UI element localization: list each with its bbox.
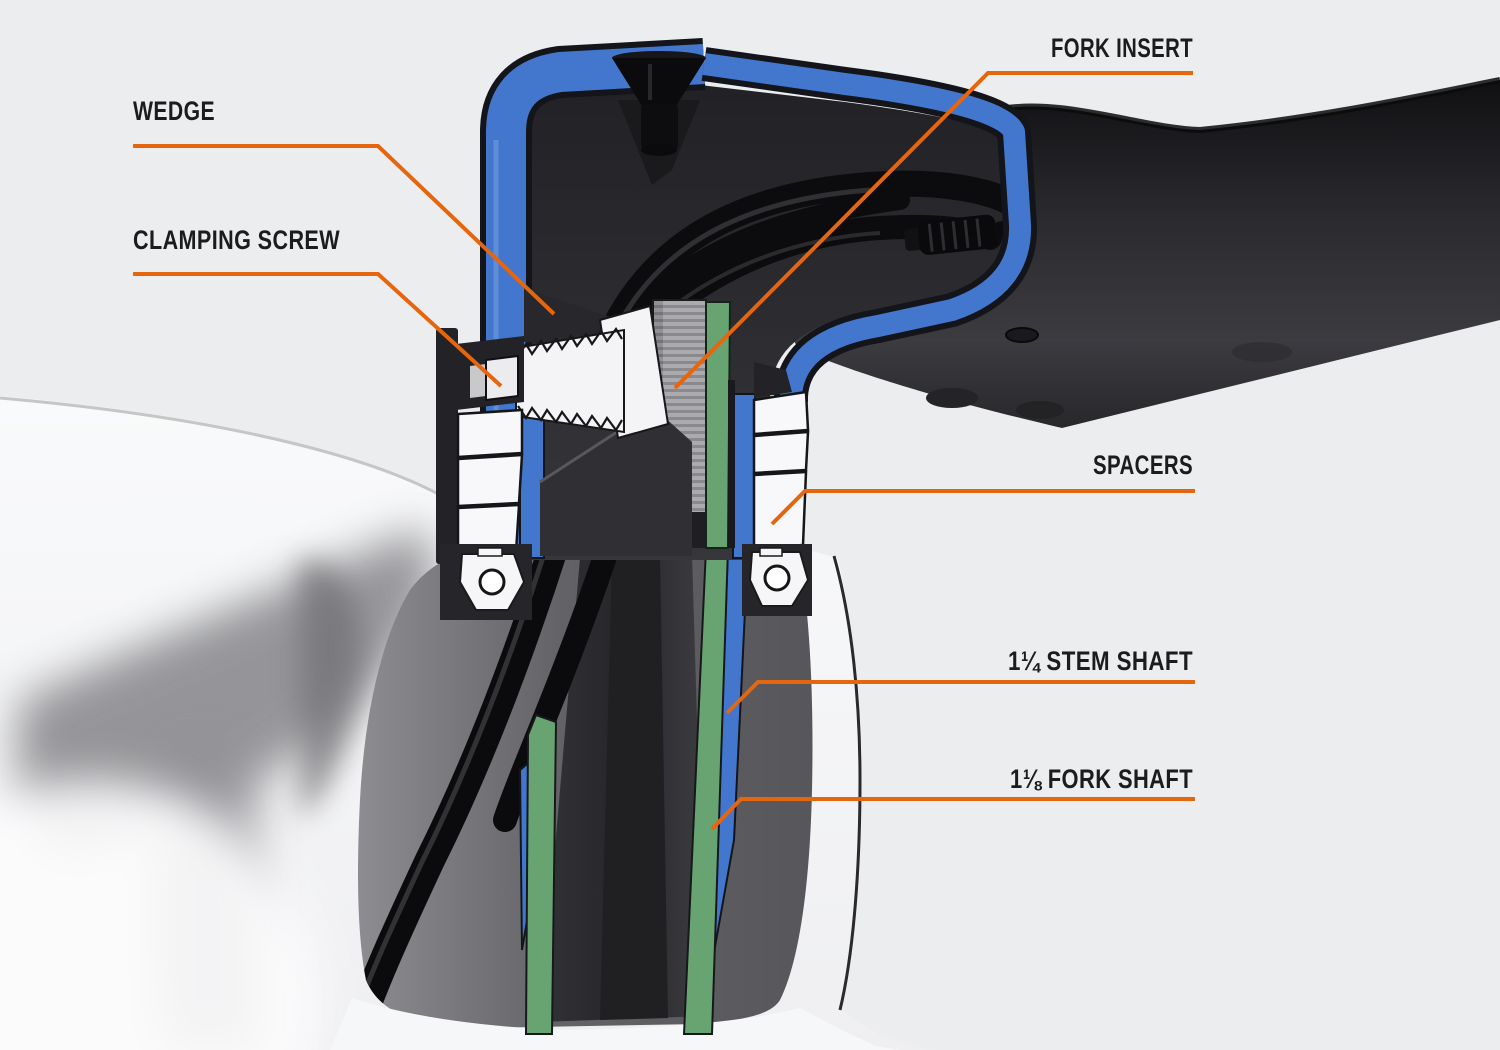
spacer — [456, 408, 524, 459]
stem-top-bolt — [612, 51, 706, 156]
callout-label-fork-insert: FORK INSERT — [1051, 33, 1193, 63]
callout-line-clamping-screw — [133, 272, 503, 388]
head-tube-wall-outline — [832, 555, 862, 1011]
spacer-stack-right — [752, 390, 810, 550]
fork-shaft-wall-left — [524, 713, 558, 1035]
callout-label-fork-shaft: 1⅛ FORK SHAFT — [1010, 764, 1193, 794]
handlebar-top-edge — [995, 77, 1500, 134]
clamping-screw-part — [456, 327, 625, 434]
stem-wall-left-blue — [486, 44, 706, 556]
handlebar-dimple-2 — [1016, 401, 1064, 419]
stem-wall-strip-right — [732, 393, 756, 559]
stem-cut-surface — [480, 38, 1038, 559]
fork-steerer-core — [600, 556, 668, 1020]
stem-outer-skin-left — [436, 328, 458, 564]
callout-line-fork-shaft — [710, 797, 1195, 831]
top-tube-edge-line — [0, 396, 459, 508]
screw-head — [485, 354, 519, 402]
handlebar-bolt-hole — [1005, 327, 1039, 343]
tube-gap-line — [728, 380, 735, 548]
cable-upper-3 — [630, 190, 910, 320]
bearing-ball — [763, 564, 791, 592]
cable-lower-main — [358, 548, 611, 1028]
callout-line-spacers — [770, 489, 1195, 526]
screw-head-flange — [470, 364, 486, 398]
handlebar-dimple-3 — [1232, 342, 1292, 362]
handlebar — [793, 77, 1500, 428]
spacer-stack-left — [456, 408, 524, 557]
handlebar-body — [793, 80, 1500, 428]
callout-labels: WEDGE CLAMPING SCREW FORK INSERT SPACERS… — [133, 33, 1193, 794]
wedge-lower-dark — [540, 408, 692, 556]
callout-label-wedge: WEDGE — [133, 96, 215, 126]
frame-shadow-headtube — [300, 560, 362, 820]
spacer — [456, 453, 524, 508]
callout-label-stem-shaft: 1¼ STEM SHAFT — [1008, 646, 1193, 676]
callout-label-spacers: SPACERS — [1093, 450, 1193, 480]
headset-bearing-left — [440, 544, 532, 620]
handlebar-dimple-1 — [926, 388, 978, 408]
callout-label-clamping-screw: CLAMPING SCREW — [133, 225, 340, 255]
stem-wall-right-blue — [702, 53, 1032, 407]
spacer — [752, 470, 808, 550]
callouts — [133, 71, 1195, 831]
cable-lower-highlight — [358, 548, 591, 1028]
cable-upper-1 — [587, 170, 1028, 373]
callout-line-fork-insert — [673, 71, 1193, 390]
spacer — [752, 390, 810, 436]
bearing-ball — [478, 568, 506, 596]
screw-thread-bottom — [517, 405, 623, 432]
spacer-seat-right — [754, 362, 792, 398]
screw-body — [515, 328, 625, 434]
frame-highlight — [0, 780, 320, 1050]
callout-line-stem-shaft — [725, 680, 1195, 715]
callout-line-wedge — [133, 144, 556, 316]
fork-crown-white — [330, 998, 900, 1050]
screw-thread-top — [517, 327, 623, 357]
spacer — [752, 430, 810, 475]
headset-bearing-right — [742, 544, 812, 616]
